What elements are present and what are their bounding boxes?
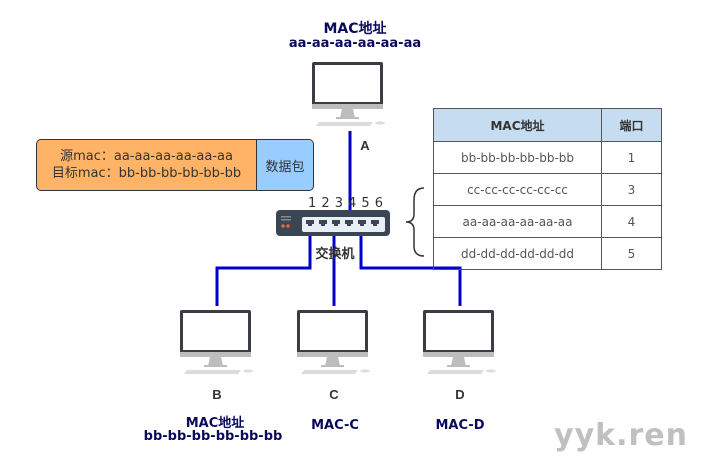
host-c-label: C (329, 387, 339, 402)
cell-mac: dd-dd-dd-dd-dd-dd (433, 237, 602, 270)
host-d-label: D (455, 387, 465, 402)
brace-icon (405, 187, 425, 257)
switch-icon (276, 210, 390, 236)
table-row: dd-dd-dd-dd-dd-dd 5 (433, 237, 662, 270)
cell-mac: aa-aa-aa-aa-aa-aa (433, 205, 602, 238)
cell-port: 5 (601, 237, 662, 270)
table-header-row: MAC地址 端口 (433, 108, 662, 142)
watermark: yyk.ren (554, 418, 688, 453)
cell-mac: cc-cc-cc-cc-cc-cc (433, 173, 602, 206)
host-a-label: A (360, 138, 370, 153)
mac-address-table: MAC地址 端口 bb-bb-bb-bb-bb-bb 1 cc-cc-cc-cc… (433, 108, 662, 270)
table-row: aa-aa-aa-aa-aa-aa 4 (433, 205, 662, 238)
table-row: bb-bb-bb-bb-bb-bb 1 (433, 141, 662, 174)
port-number: 3 (334, 196, 343, 211)
cell-port: 1 (601, 141, 662, 174)
host-a-mac-title: MAC地址 (323, 21, 387, 37)
port-number: 5 (361, 196, 370, 211)
switch-label: 交换机 (315, 247, 355, 262)
host-b-mac-title: MAC地址 (185, 416, 245, 431)
computer-a-icon (312, 62, 385, 126)
cell-port: 4 (601, 205, 662, 238)
computer-b-icon (180, 310, 253, 374)
switch-port-numbers: 1 2 3 4 5 6 (308, 196, 383, 211)
host-a-mac-value: aa-aa-aa-aa-aa-aa (288, 36, 422, 51)
packet-payload: 数据包 (256, 139, 314, 191)
port-number: 6 (374, 196, 383, 211)
host-b-mac-value: bb-bb-bb-bb-bb-bb (143, 429, 283, 444)
host-b-label: B (212, 387, 222, 402)
packet-src-mac: 源mac：aa-aa-aa-aa-aa-aa (60, 149, 233, 164)
cable-b (215, 236, 312, 306)
computer-d-icon (423, 310, 496, 374)
host-c-mac-value: MAC-C (311, 418, 359, 433)
host-d-mac-value: MAC-D (435, 418, 485, 433)
cable-d (359, 236, 462, 306)
cell-mac: bb-bb-bb-bb-bb-bb (433, 141, 602, 174)
port-number: 2 (321, 196, 330, 211)
port-number: 1 (308, 196, 317, 211)
packet-dst-mac: 目标mac：bb-bb-bb-bb-bb-bb (51, 166, 242, 181)
packet-header: 源mac：aa-aa-aa-aa-aa-aa 目标mac：bb-bb-bb-bb… (36, 139, 257, 191)
computer-c-icon (297, 310, 370, 374)
cell-port: 3 (601, 173, 662, 206)
header-mac: MAC地址 (433, 108, 602, 142)
table-row: cc-cc-cc-cc-cc-cc 3 (433, 173, 662, 206)
port-number: 4 (348, 196, 357, 211)
header-port: 端口 (601, 108, 662, 142)
